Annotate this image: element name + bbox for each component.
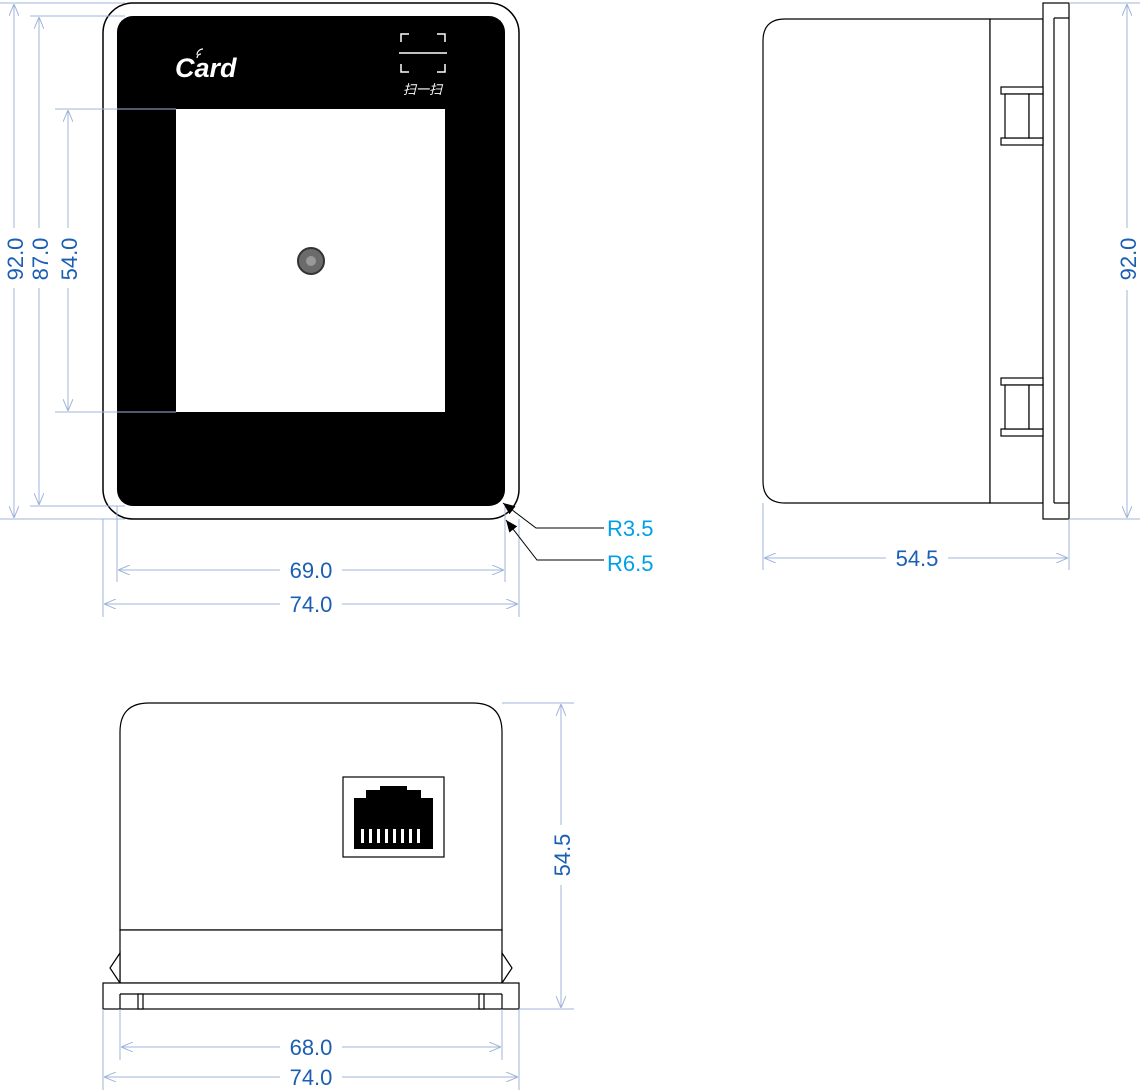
qr-scan-icon [399,33,447,73]
side-clip-bottom [1000,377,1044,437]
bottom-neck [119,929,503,984]
side-body [762,18,991,504]
bottom-body [119,702,503,931]
front-view: Card 扫一扫 [102,2,520,520]
bottom-clip-left [109,951,121,985]
dim-front-height-inner: 87.0 [28,238,53,281]
dim-window-height: 54.0 [57,238,82,281]
bottom-clip-right [501,951,513,985]
brand-logo: Card [175,53,237,83]
rj45-pins [361,829,420,843]
dim-bottom-width-inner: 68.0 [290,1035,333,1060]
radius-leaders [502,502,604,561]
dim-side-height: 92.0 [1116,238,1140,281]
dim-front-width-outer: 74.0 [290,592,333,617]
nfc-wave-icon [196,48,204,59]
bottom-view [102,702,520,1010]
dim-front-height-outer: 92.0 [3,238,28,281]
rj45-port-icon [354,786,433,849]
dim-side-depth: 54.5 [896,546,939,571]
side-flange [1042,2,1070,520]
bottom-flange [102,982,520,1010]
radius-inner-label: R3.5 [607,516,653,541]
dim-bottom-width-outer: 74.0 [290,1065,333,1090]
scan-label: 扫一扫 [403,83,444,98]
side-clip-top [1000,86,1044,146]
radius-outer-label: R6.5 [607,551,653,576]
dim-front-width-inner: 69.0 [290,558,333,583]
side-view [762,2,1070,520]
dim-bottom-depth: 54.5 [550,834,575,877]
